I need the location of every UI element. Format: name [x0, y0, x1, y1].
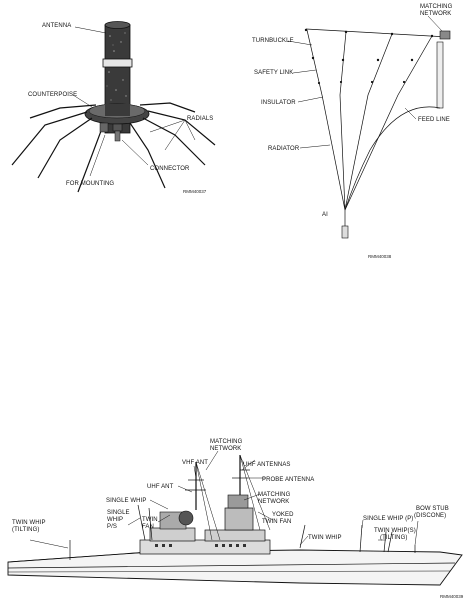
label-bow-stub-2: (DISCONE) [414, 513, 446, 519]
label-single-whip-ps-2: WHIP [107, 517, 123, 523]
label-twin-whip-tilting-2: (TILTING) [12, 527, 39, 533]
label-connector: CONNECTOR [150, 166, 190, 172]
label-radials: RADIALS [187, 116, 213, 122]
connector [112, 123, 123, 142]
mounting-bracket [99, 122, 109, 133]
label-single-whip-ps-1: SINGLE [107, 510, 130, 516]
label-for-mounting: FOR MOUNTING [66, 181, 114, 187]
label-probe-antenna: PROBE ANTENNA [262, 477, 314, 483]
label-twin-whips-tilting-1: TWIN WHIP(S) [374, 528, 416, 534]
label-insulator: INSULATOR [261, 100, 296, 106]
label-safety-link: SAFETY LINK [254, 70, 293, 76]
label-a1: AI [322, 212, 328, 218]
figure-ship-antennas: MATCHING NETWORK VHF ANT UHF ANTENNAS UH… [7, 439, 464, 599]
label-antenna: ANTENNA [42, 23, 71, 29]
figure-ref-a: RMM40037 [183, 189, 207, 194]
label-vhf-ant: VHF ANT [182, 460, 208, 466]
label-feed-line: FEED LINE [418, 117, 450, 123]
ship-masts [185, 454, 271, 541]
matching-network-box [436, 30, 451, 109]
whip-antennas [69, 504, 416, 560]
label-twin-fan-1: TWIN [142, 517, 158, 523]
label-twin-whips-tilting-2: (TILTING) [380, 535, 407, 541]
label-single-whip: SINGLE WHIP [106, 498, 146, 504]
label-matching-network-mid-2: NETWORK [258, 499, 289, 505]
label-counterpoise: COUNTERPOISE [28, 92, 77, 98]
label-uhf-ant: UHF ANT [147, 484, 174, 490]
superstructure [139, 494, 271, 555]
label-single-whip-ps-3: P/S [107, 524, 117, 530]
counterpoise-disc [84, 103, 150, 125]
label-twin-fan-2: FAN [142, 524, 154, 530]
label-twin-whip-tilting-1: TWIN WHIP [12, 520, 46, 526]
label-uhf-antennas: UHF ANTENNAS [243, 462, 291, 468]
label-turnbuckle: TURNBUCKLE [252, 38, 294, 44]
label-bow-stub-1: BOW STUB [416, 506, 449, 512]
bottom-insulator [341, 210, 349, 239]
figure-fan-antenna: MATCHING NETWORK TURNBUCKLE SAFETY LINK … [252, 4, 453, 259]
label-matching-network-2: NETWORK [420, 11, 451, 17]
figure-ground-plane-antenna: ANTENNA COUNTERPOISE RADIALS CONNECTOR F… [11, 21, 216, 194]
label-single-whip-p: SINGLE WHIP (P) [363, 516, 413, 522]
figure-ref-b: RMM40038 [368, 254, 392, 259]
fan-radiator-wires [306, 29, 433, 211]
ship-hull [7, 549, 463, 586]
label-twin-whip: TWIN WHIP [308, 535, 342, 541]
label-radiator: RADIATOR [268, 146, 300, 152]
label-matching-network-top-2: NETWORK [210, 446, 241, 452]
label-yoked-twin-fan-2: TWIN FAN [262, 519, 291, 525]
label-matching-network-mid-1: MATCHING [258, 492, 291, 498]
label-matching-network-top-1: MATCHING [210, 439, 243, 445]
label-yoked-twin-fan-1: YOKED [272, 512, 294, 518]
label-matching-network-1: MATCHING [420, 4, 453, 10]
figure-ref-c: RMM40039 [440, 594, 464, 599]
